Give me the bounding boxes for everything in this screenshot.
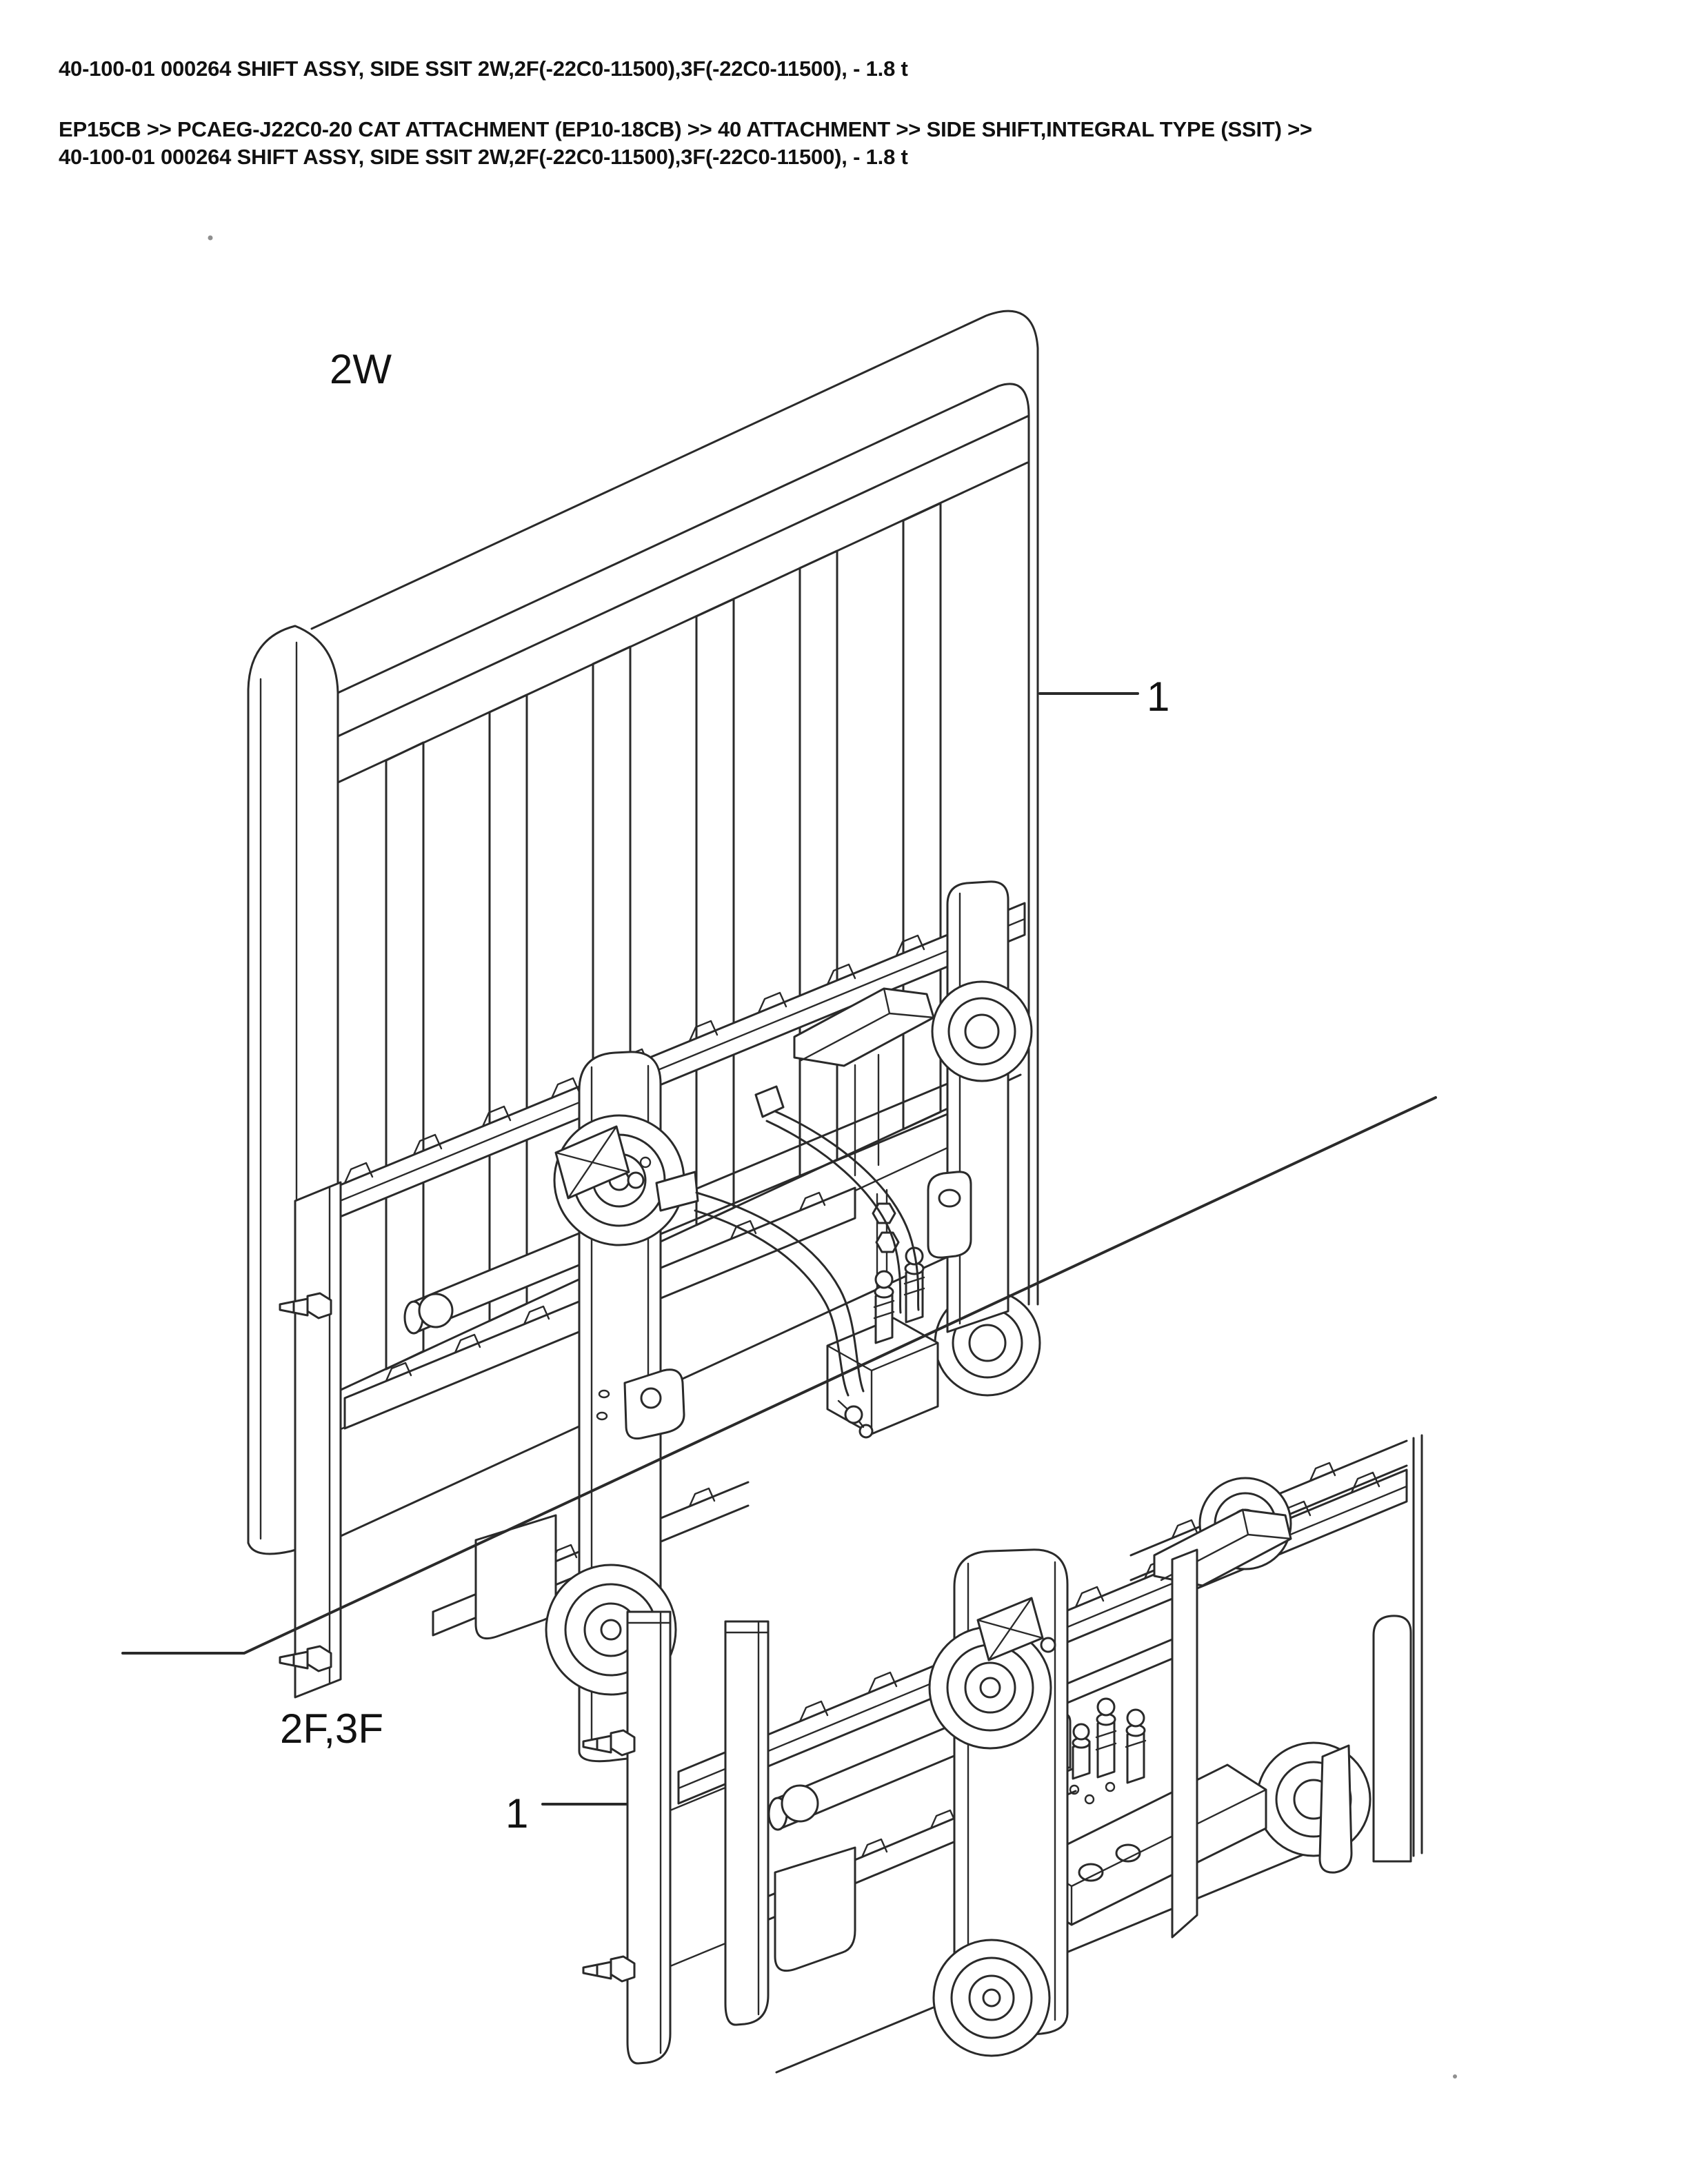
hydraulic-hoses: [655, 1085, 920, 1397]
carriage-2w: [279, 880, 1041, 1763]
fork-bar-left: [582, 1610, 672, 2065]
view-label-2f3f: 2F,3F: [280, 1706, 383, 1752]
pivot-bracket: [623, 1368, 685, 1440]
carriage-foot-block: [774, 1846, 856, 1972]
mount-bolt: [279, 1645, 332, 1672]
callout-number[interactable]: 1: [505, 1790, 528, 1837]
manifold-fitting: [1125, 1708, 1147, 1784]
callout-1-bottom[interactable]: 1: [505, 1790, 627, 1837]
base-hole: [1105, 1781, 1116, 1792]
breadcrumb: EP15CB >> PCAEG-J22C0-20 CAT ATTACHMENT …: [59, 116, 1658, 171]
frame-top-edge-inner: [336, 383, 1030, 1306]
left-mount-plate: [279, 1181, 342, 1699]
assembly-view-2f3f: 2F,3F 1: [280, 1434, 1423, 2074]
right-frame-edge: [1412, 1434, 1423, 1857]
top-roller: [928, 1626, 1052, 1750]
carriage-top-rail-inner: [295, 918, 1026, 1220]
bracket-hole: [1115, 1843, 1141, 1863]
view-label-2w: 2W: [330, 346, 392, 392]
base-hole: [1084, 1794, 1095, 1805]
callout-1-top[interactable]: 1: [1038, 674, 1169, 720]
roller-clamp-x: [976, 1597, 1056, 1661]
elbow-fitting: [837, 1399, 874, 1439]
hydraulic-manifold: [826, 1246, 939, 1439]
right-end-plate: [1372, 1615, 1412, 1863]
view-divider-line: [121, 1096, 1437, 1655]
bracket-hole: [1078, 1863, 1104, 1882]
clamp-bolt: [627, 1171, 645, 1189]
frame-left-post: [247, 625, 339, 1544]
roller-clamp-x: [554, 1125, 652, 1200]
fork-bar-right: [724, 1620, 770, 2026]
cross-shaft: [1066, 1638, 1174, 1704]
manifold-fitting: [903, 1246, 925, 1324]
frame-bottom-edge: [247, 1250, 961, 1555]
carriage-mid-rail-notches: [385, 1191, 826, 1382]
cylinder-bore: [781, 1784, 819, 1823]
carriage-foot-block: [474, 1514, 557, 1640]
hook-bracket: [927, 1171, 972, 1259]
manifold-fitting: [1095, 1697, 1117, 1779]
right-hook-bar: [1318, 1744, 1353, 1874]
bar-cross-braces: [669, 1786, 727, 1968]
plate-hole: [596, 1411, 608, 1421]
middle-hanger-bar: [1171, 1548, 1198, 1939]
assembly-view-2w: 2W 1: [247, 310, 1169, 1763]
clamp-bolt: [1040, 1637, 1056, 1653]
scan-artifact-dot: [208, 235, 213, 241]
shift-cylinder: [767, 1708, 990, 1831]
breadcrumb-line-2: 40-100-01 000264 SHIFT ASSY, SIDE SSIT 2…: [59, 145, 908, 169]
hook-hole: [938, 1189, 961, 1208]
hose-fitting: [754, 1085, 785, 1118]
mount-bolt: [582, 1955, 636, 1983]
pivot-hole: [640, 1387, 662, 1409]
scan-artifact-dot: [1453, 2074, 1457, 2079]
right-roller-top: [931, 980, 1033, 1082]
frame-top-edge: [310, 310, 1039, 1306]
top-roller: [553, 1114, 685, 1246]
callout-number[interactable]: 1: [1147, 674, 1169, 720]
hose-fitting: [655, 1171, 699, 1212]
manifold-fitting: [1072, 1723, 1091, 1780]
right-roller-bottom: [1256, 1741, 1372, 1857]
mount-bolt: [279, 1292, 332, 1320]
base-hole: [1069, 1784, 1080, 1795]
manifold-fitting: [873, 1270, 895, 1344]
wedge-stop-edges: [800, 987, 935, 1062]
frame-top-rail-line-a: [336, 414, 1030, 738]
mount-bolt: [582, 1729, 636, 1757]
breadcrumb-line-1: EP15CB >> PCAEG-J22C0-20 CAT ATTACHMENT …: [59, 117, 1312, 141]
right-hanger-plate: [946, 880, 1009, 1333]
page-title: 40-100-01 000264 SHIFT ASSY, SIDE SSIT 2…: [59, 57, 908, 81]
bottom-roller: [932, 1939, 1051, 2057]
plate-hole: [598, 1389, 610, 1399]
shift-cylinder: [403, 1228, 589, 1335]
cylinder-bore: [418, 1293, 454, 1328]
hydraulic-fittings: [1055, 1697, 1147, 1805]
wedge-posts: [854, 1053, 880, 1177]
backrest-slats: [385, 502, 942, 1371]
